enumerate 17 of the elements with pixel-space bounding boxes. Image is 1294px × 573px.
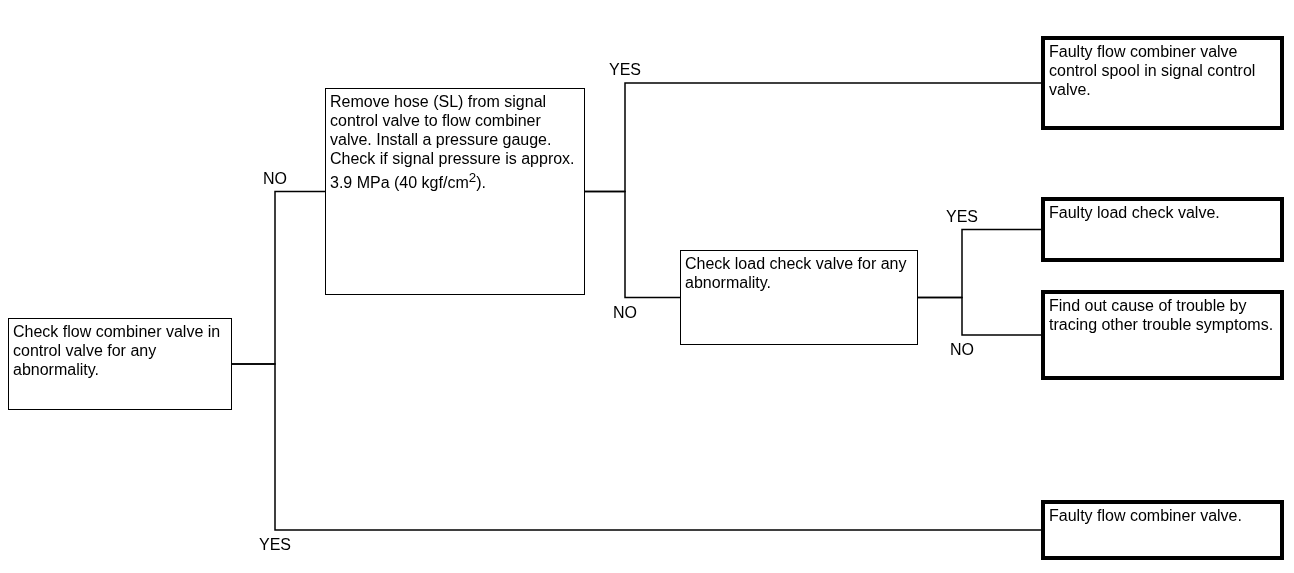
connector-line — [917, 296, 1042, 336]
process-box — [680, 250, 918, 345]
process-box — [8, 318, 232, 410]
box-text: Faulty flow combiner valve control spool in signal control valve. — [1049, 42, 1257, 99]
process-box — [325, 88, 585, 295]
box-text: Check flow combiner valve in control valve for any abnormality. — [13, 322, 222, 379]
box-text: Find out cause of trouble by tracing other trouble symptoms. — [1049, 296, 1275, 334]
result-box — [1041, 500, 1284, 560]
result-box — [1041, 197, 1284, 262]
connector-line — [584, 190, 681, 299]
connector-line — [231, 363, 1042, 531]
box-text: Faulty load check valve. — [1049, 203, 1221, 222]
box-text: Check load check valve for any abnormality. — [685, 254, 908, 292]
box-text: Faulty flow combiner valve. — [1049, 506, 1243, 525]
box-text: Remove hose (SL) from signal control valve to flow combiner valve. Install a pressure gauge. Check if signal pressure is approx. 3.9 MPa (40 kgf/cm$^{2}$). — [330, 92, 576, 193]
result-box — [1041, 290, 1284, 380]
result-box — [1041, 36, 1284, 130]
